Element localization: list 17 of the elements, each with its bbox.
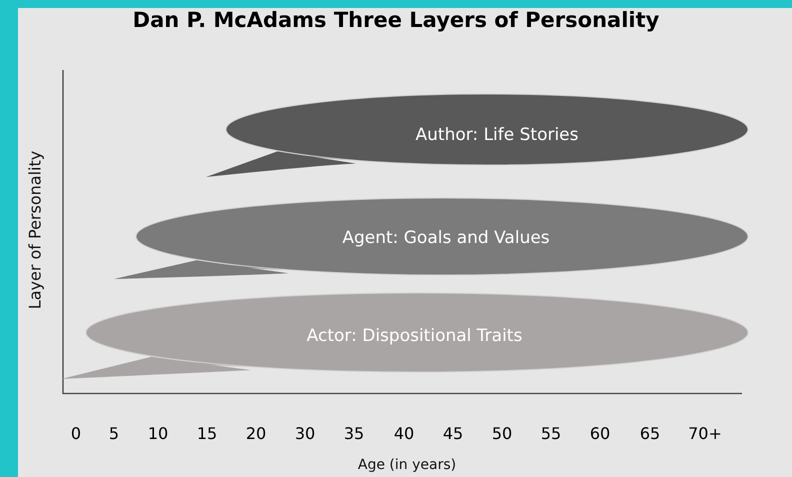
title: Dan P. McAdams Three Layers of Personality: [132, 8, 660, 32]
axis-title: Age (in years): [358, 457, 456, 473]
axis-title: Layer of Personality: [26, 150, 44, 310]
tick-label: 50: [492, 424, 512, 443]
tick-label: 35: [344, 424, 364, 443]
tick-label: 5: [108, 424, 120, 443]
tick-label: 10: [148, 424, 168, 443]
tick-label: 15: [196, 424, 218, 443]
tick-label: 45: [442, 424, 464, 443]
tick-label: 30: [294, 424, 316, 443]
tick-label: 40: [394, 424, 414, 443]
tick-label: 55: [540, 424, 562, 443]
tick-label: 65: [640, 424, 660, 443]
tick-label: 0: [70, 424, 82, 443]
tick-label: 70+: [688, 424, 722, 443]
tick-label: 60: [590, 424, 610, 443]
tick-label: 20: [246, 424, 266, 443]
